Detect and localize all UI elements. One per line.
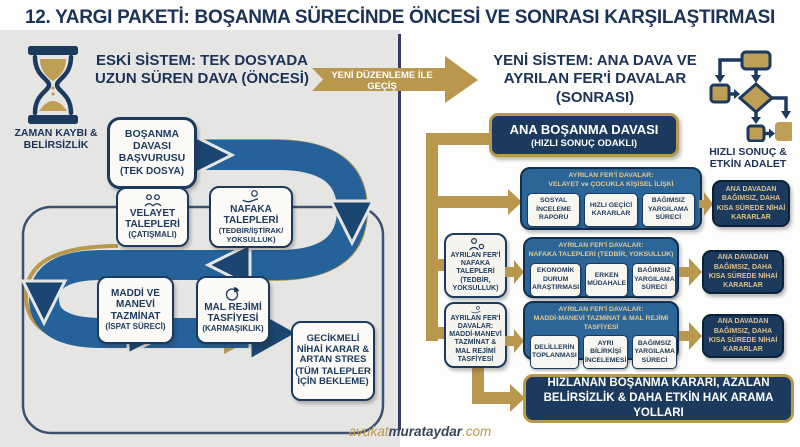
row3-result-box: ANA DAVADAN BAĞIMSIZ, DAHA KISA SÜREDE N…: [702, 314, 784, 358]
old-system-caption: ZAMAN KAYBI & BELİRSİZLİK: [14, 127, 98, 152]
hand-coin-icon: [470, 306, 480, 314]
old-process-snake-diagram: [20, 131, 385, 435]
row2-side-box-alimony: AYRILAN FER'İ NAFAKA TALEPLERİ (TEDBİR, …: [444, 233, 507, 298]
arrow-right-icon: [699, 192, 713, 216]
transition-arrow: [312, 56, 478, 103]
center-divider: [398, 34, 401, 430]
step-box: SOSYAL İNCELEME RAPORU: [527, 192, 581, 227]
step-box: EKONOMİK DURUM ARAŞTIRMASI: [530, 262, 582, 297]
arrow-right-icon: [679, 258, 702, 286]
box-alimony-claims: NAFAKA TALEPLERİ (TEDBİR/İŞTİRAK/ YOKSUL…: [209, 186, 293, 248]
old-system-header: ESKİ SİSTEM: TEK DOSYADA UZUN SÜREN DAVA…: [95, 52, 309, 88]
box-property-regime: MAL REJİMİ TASFİYESİ (KARMAŞIKLIK): [196, 276, 270, 344]
hand-coin-icon: [242, 190, 259, 203]
step-box: DELİLLERİN TOPLANMASI: [530, 335, 579, 370]
new-system-header: YENİ SİSTEM: ANA DAVA VE AYRILAN FER'İ D…: [493, 52, 697, 106]
arrow-right-icon: [505, 329, 524, 353]
box-divorce-application: BOŞANMA DAVASI BAŞVURUSU (TEK DOSYA): [107, 117, 197, 189]
conclusion-box: HIZLANAN BOŞANMA KARARI, AZALAN BELİRSİZ…: [523, 374, 794, 423]
person-coin-icon: [468, 237, 484, 251]
family-icon: [144, 194, 161, 207]
row3-panel-compensation: AYRILAN FER'İ DAVALAR: MADDİ-MANEVİ TAZM…: [523, 301, 679, 370]
main-divorce-case-box: ANA BOŞANMA DAVASI (HIZLI SONUÇ ODAKLI): [489, 113, 679, 157]
flowchart-icon: [709, 50, 792, 142]
step-box: BAĞIMSIZ YARGILAMA SÜRECİ: [632, 262, 677, 297]
step-box: ERKEN MÜDAHALE: [585, 262, 629, 297]
pie-chart-icon: [225, 286, 239, 301]
box-delayed-final-decision: GECİKMELİ NİHAİ KARAR & ARTAN STRES (TÜM…: [291, 321, 375, 401]
row2-panel-alimony: AYRILAN FER'İ DAVALAR: NAFAKA TALEPLERİ …: [523, 237, 679, 298]
transition-label: YENİ DÜZENLEME İLE GEÇİŞ: [331, 70, 433, 92]
step-box: BAĞIMSIZ YARGILAMA SÜRECİ: [641, 192, 695, 227]
row2-result-box: ANA DAVADAN BAĞIMSIZ, DAHA KISA SÜREDE N…: [702, 250, 784, 294]
new-system-connectors: [426, 133, 525, 412]
row3-side-box-compensation: AYRILAN FER'İ DAVALAR: MADDİ-MANEVİ TAZM…: [444, 302, 507, 368]
step-box: BAĞIMSIZ YARGILAMA SÜRECİ: [632, 335, 677, 370]
arrow-right-icon: [505, 260, 524, 284]
arrow-right-icon: [679, 322, 702, 350]
box-custody-claims: VELAYET TALEPLERİ (ÇATIŞMALI): [116, 187, 189, 247]
hourglass-icon: [28, 46, 78, 124]
website-footer: avukatmurataydar.com: [348, 424, 492, 439]
step-box: AYRI BİLİRKİŞİ İNCELEMESİ: [582, 335, 629, 370]
new-system-caption: HIZLI SONUÇ & ETKİN ADALET: [709, 146, 787, 171]
page-title: 12. YARGI PAKETİ: BOŞANMA SÜRECİNDE ÖNCE…: [25, 7, 775, 28]
row1-result-box: ANA DAVADAN BAĞIMSIZ, DAHA KISA SÜREDE N…: [712, 180, 790, 227]
row1-panel-custody: AYRILAN FER'İ DAVALAR: VELAYET ve ÇOCUKL…: [520, 167, 702, 230]
step-box: HIZLI GEÇİCİ KARARLAR: [584, 192, 638, 227]
box-compensation: MADDİ VE MANEVİ TAZMİNAT (İSPAT SÜRECİ): [97, 276, 174, 344]
